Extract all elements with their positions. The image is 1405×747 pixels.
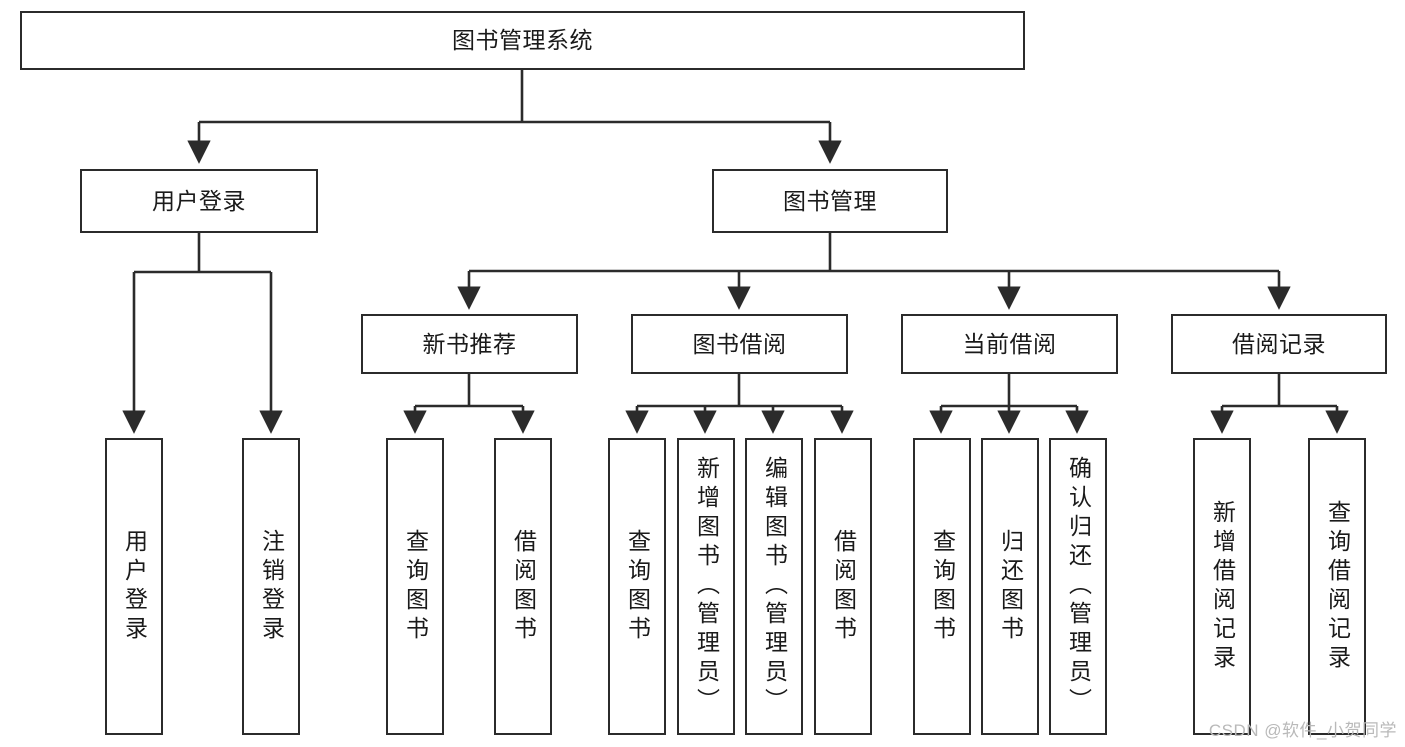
node-label: 借阅图书 xyxy=(830,528,857,645)
leaf-query-borrow-record[interactable]: 查询借阅记录 xyxy=(1308,438,1366,735)
node-label: 归还图书 xyxy=(997,528,1024,645)
leaf-edit-book[interactable]: 编辑图书（管理员） xyxy=(745,438,803,735)
node-label: 当前借阅 xyxy=(962,330,1057,357)
node-label: 注销登录 xyxy=(258,528,285,645)
node-label: 编辑图书（管理员） xyxy=(761,456,788,717)
leaf-query-book-borrow[interactable]: 查询图书 xyxy=(608,438,666,735)
node-label: 查询图书 xyxy=(402,528,429,645)
node-label: 新增借阅记录 xyxy=(1209,499,1236,674)
node-label: 图书管理系统 xyxy=(452,27,593,54)
leaf-confirm-return[interactable]: 确认归还（管理员） xyxy=(1049,438,1107,735)
node-current-borrow[interactable]: 当前借阅 xyxy=(901,314,1118,374)
leaf-query-book-recommend[interactable]: 查询图书 xyxy=(386,438,444,735)
leaf-logout-login[interactable]: 注销登录 xyxy=(242,438,300,735)
node-label: 用户登录 xyxy=(121,528,148,645)
node-label: 借阅图书 xyxy=(510,528,537,645)
node-new-book-recommend[interactable]: 新书推荐 xyxy=(361,314,578,374)
node-label: 确认归还（管理员） xyxy=(1065,456,1092,717)
node-user-login[interactable]: 用户登录 xyxy=(80,169,318,233)
leaf-query-book-current[interactable]: 查询图书 xyxy=(913,438,971,735)
csdn-watermark: CSDN @软件_小贺同学 xyxy=(1208,721,1397,740)
leaf-user-login[interactable]: 用户登录 xyxy=(105,438,163,735)
node-label: 用户登录 xyxy=(152,187,246,214)
node-label: 新增图书（管理员） xyxy=(693,456,720,717)
node-label: 图书管理 xyxy=(783,187,877,214)
leaf-borrow-book[interactable]: 借阅图书 xyxy=(814,438,872,735)
node-label: 借阅记录 xyxy=(1232,330,1326,357)
leaf-return-book[interactable]: 归还图书 xyxy=(981,438,1039,735)
node-label: 查询借阅记录 xyxy=(1324,499,1351,674)
node-borrow-record[interactable]: 借阅记录 xyxy=(1171,314,1387,374)
node-book-borrow[interactable]: 图书借阅 xyxy=(631,314,848,374)
leaf-add-book[interactable]: 新增图书（管理员） xyxy=(677,438,735,735)
node-label: 新书推荐 xyxy=(422,330,517,357)
node-root-system[interactable]: 图书管理系统 xyxy=(20,11,1025,70)
node-label: 图书借阅 xyxy=(692,330,787,357)
node-book-manage[interactable]: 图书管理 xyxy=(712,169,948,233)
leaf-borrow-book-recommend[interactable]: 借阅图书 xyxy=(494,438,552,735)
node-label: 查询图书 xyxy=(624,528,651,645)
leaf-add-borrow-record[interactable]: 新增借阅记录 xyxy=(1193,438,1251,735)
node-label: 查询图书 xyxy=(929,528,956,645)
